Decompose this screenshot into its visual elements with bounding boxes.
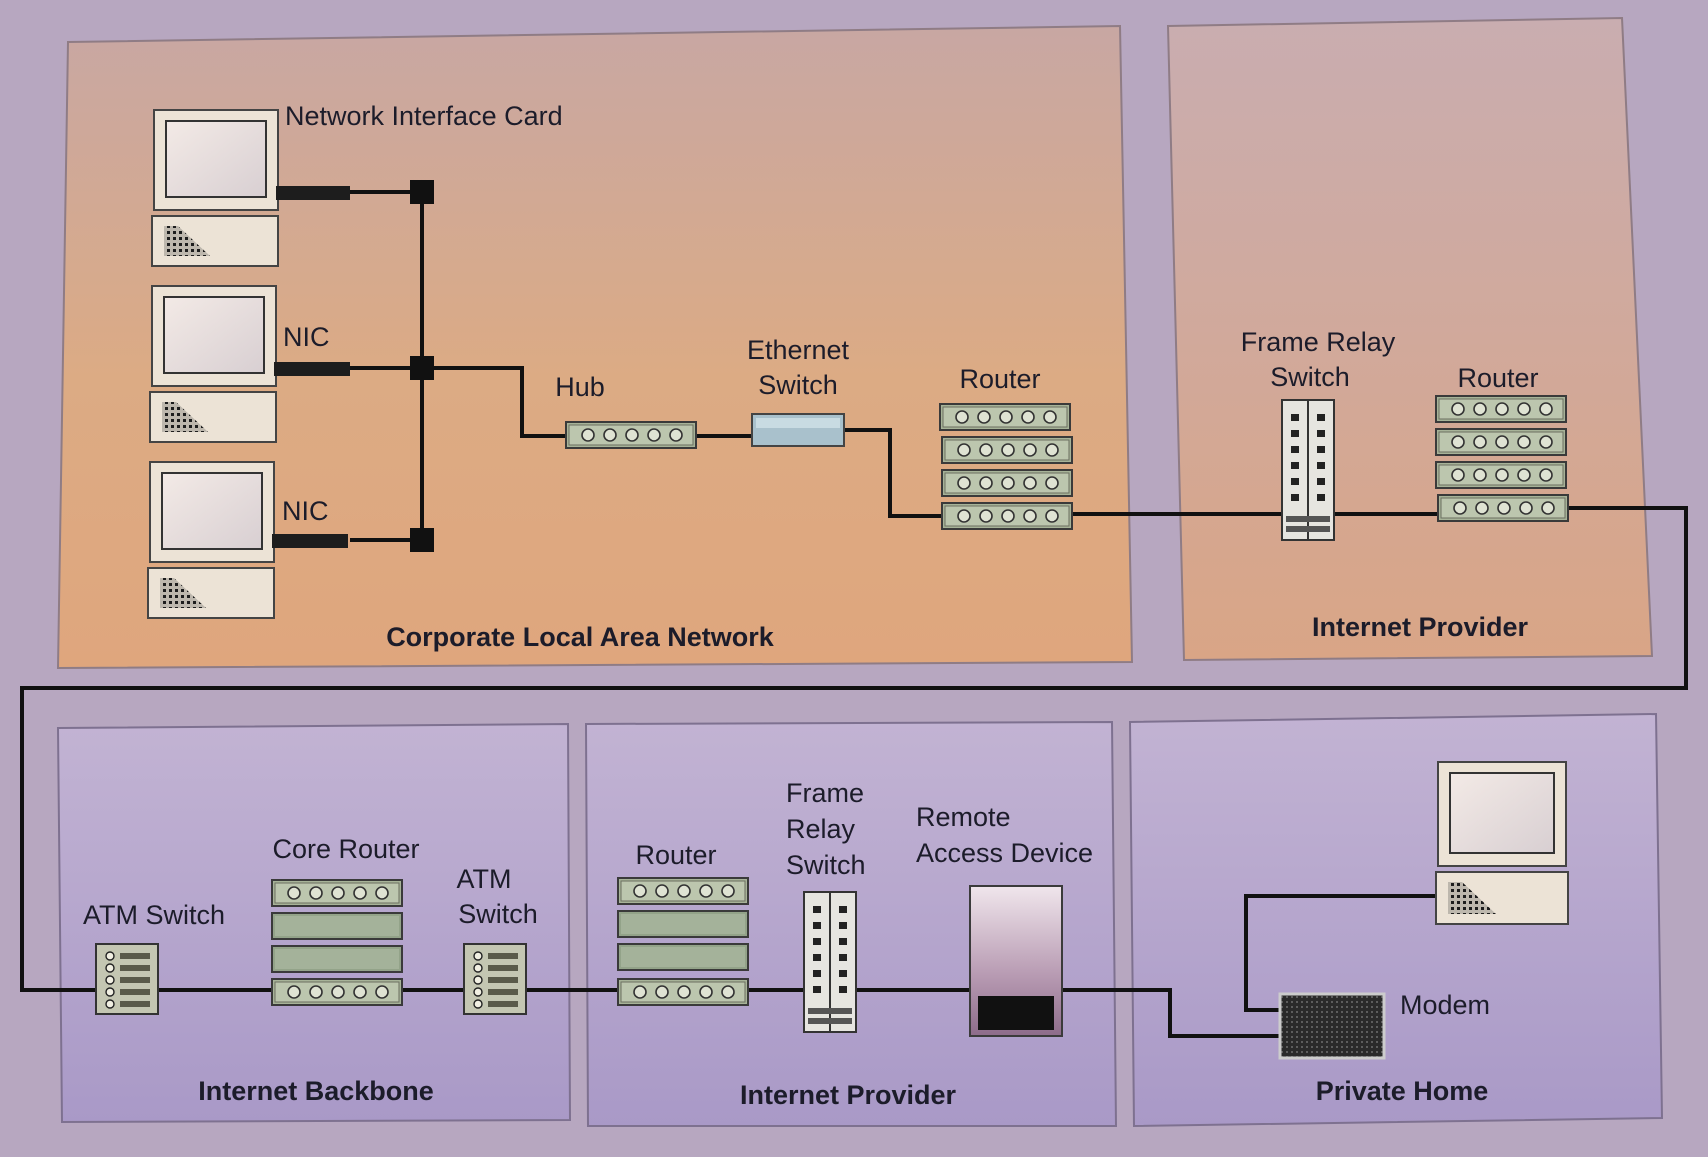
atm-switch-icon — [95, 943, 159, 1015]
label-modem: Modem — [1400, 990, 1490, 1020]
label-provider-router-top: Router — [1457, 363, 1538, 393]
computer-icon — [151, 109, 279, 267]
label-atm-switch-right-line-2: Switch — [458, 899, 538, 929]
nic-card-1 — [276, 186, 350, 200]
atm-switch-right[interactable] — [463, 943, 527, 1015]
zone-private-home: Private Home — [1128, 712, 1664, 1128]
ethernet-switch[interactable] — [751, 413, 845, 447]
frame-relay-switch-icon — [803, 891, 857, 1033]
atm-switch-icon — [463, 943, 527, 1015]
label-ethernet-switch-line-2: Switch — [758, 370, 838, 400]
hub[interactable] — [565, 421, 697, 449]
bus-connector-1 — [410, 180, 434, 204]
home-computer[interactable] — [1435, 761, 1569, 925]
label-frame-relay-switch-top-line-2: Switch — [1270, 362, 1350, 392]
label-nic-1: NIC — [283, 322, 330, 352]
zone-title-private-home: Private Home — [1316, 1076, 1489, 1106]
zone-title-internet-backbone: Internet Backbone — [198, 1076, 434, 1106]
zone-title-internet-provider-bottom: Internet Provider — [740, 1080, 957, 1110]
label-frame-relay-switch-bottom-line-2: Relay — [786, 814, 856, 844]
label-frame-relay-switch-bottom-line-1: Frame — [786, 778, 864, 808]
computer-3[interactable] — [147, 461, 348, 619]
label-lan-router: Router — [959, 364, 1040, 394]
hub-icon — [565, 421, 697, 449]
label-hub: Hub — [555, 372, 605, 402]
bus-connector-3 — [410, 528, 434, 552]
nic-card-2 — [274, 362, 350, 376]
label-remote-access-device-line-1: Remote — [916, 802, 1011, 832]
atm-switch-left[interactable] — [95, 943, 159, 1015]
frame-relay-switch-bottom[interactable] — [803, 891, 857, 1033]
nic-card-3 — [272, 534, 348, 548]
computer-1[interactable] — [151, 109, 350, 267]
label-remote-access-device-line-2: Access Device — [916, 838, 1093, 868]
label-frame-relay-switch-top-line-1: Frame Relay — [1241, 327, 1396, 357]
zone-title-internet-provider-top: Internet Provider — [1312, 612, 1529, 642]
frame-relay-switch-icon — [1281, 399, 1335, 541]
modem-icon — [1278, 992, 1386, 1060]
label-ethernet-switch-line-1: Ethernet — [747, 335, 850, 365]
label-network-interface-card: Network Interface Card — [285, 101, 563, 131]
modem[interactable] — [1278, 992, 1386, 1060]
bus-connector-2 — [410, 356, 434, 380]
frame-relay-switch-top[interactable] — [1281, 399, 1335, 541]
label-provider-router-bottom: Router — [635, 840, 716, 870]
label-atm-switch-right-line-1: ATM — [457, 864, 512, 894]
label-frame-relay-switch-bottom-line-3: Switch — [786, 850, 866, 880]
label-core-router: Core Router — [272, 834, 419, 864]
computer-2[interactable] — [149, 285, 350, 443]
label-atm-switch-left: ATM Switch — [83, 900, 225, 930]
label-nic-2: NIC — [282, 496, 329, 526]
computer-icon — [147, 461, 275, 619]
zone-title-corporate-lan: Corporate Local Area Network — [386, 622, 775, 652]
computer-icon — [149, 285, 277, 443]
remote-access-device[interactable] — [969, 885, 1063, 1037]
